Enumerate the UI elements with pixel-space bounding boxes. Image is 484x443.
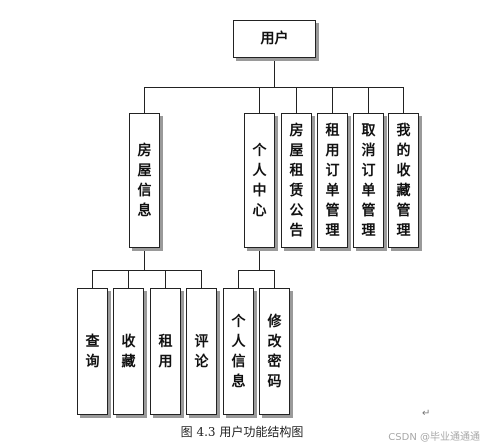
paragraph-mark-icon: ↵ bbox=[422, 408, 431, 419]
connector-house-bus bbox=[92, 270, 202, 271]
node-rental-order: 租用订单管理 bbox=[317, 113, 348, 248]
connector-center-bus bbox=[238, 270, 275, 271]
node-my-favorites-label: 我的收藏管理 bbox=[396, 122, 411, 239]
connector-personal-center bbox=[259, 87, 260, 113]
connector-rent bbox=[165, 270, 166, 288]
node-house-info-label: 房屋信息 bbox=[137, 142, 152, 219]
connector-cancel-order bbox=[368, 87, 369, 113]
node-change-password: 修改密码 bbox=[259, 288, 290, 415]
node-rent-label: 租用 bbox=[158, 333, 173, 370]
connector-root-down bbox=[274, 58, 275, 88]
node-personal-center-label: 个人中心 bbox=[252, 142, 267, 219]
node-my-favorites: 我的收藏管理 bbox=[388, 113, 419, 248]
connector-my-favorites bbox=[403, 87, 404, 113]
node-query-label: 查询 bbox=[85, 333, 100, 370]
connector-level1-bus bbox=[144, 87, 404, 88]
node-query: 查询 bbox=[77, 288, 108, 415]
node-rental-notice-label: 房屋租赁公告 bbox=[289, 122, 304, 239]
connector-change-password bbox=[274, 270, 275, 288]
node-root-user: 用户 bbox=[233, 20, 316, 58]
connector-favorite bbox=[128, 270, 129, 288]
node-comment-label: 评论 bbox=[194, 333, 209, 370]
node-root-label: 用户 bbox=[260, 31, 289, 47]
node-favorite-label: 收藏 bbox=[121, 333, 136, 370]
node-house-info: 房屋信息 bbox=[129, 113, 160, 248]
node-rent: 租用 bbox=[150, 288, 181, 415]
node-cancel-order-label: 取消订单管理 bbox=[361, 122, 376, 239]
watermark: CSDN @毕业通通通 bbox=[388, 432, 480, 443]
connector-house-info bbox=[144, 87, 145, 113]
node-favorite: 收藏 bbox=[113, 288, 144, 415]
connector-personal-info bbox=[238, 270, 239, 288]
node-rental-notice: 房屋租赁公告 bbox=[281, 113, 312, 248]
connector-rental-notice bbox=[296, 87, 297, 113]
figure-caption: 图 4.3 用户功能结构图 bbox=[180, 425, 304, 439]
node-personal-center: 个人中心 bbox=[244, 113, 275, 248]
connector-house-down bbox=[144, 248, 145, 271]
connector-rental-order bbox=[332, 87, 333, 113]
node-comment: 评论 bbox=[186, 288, 217, 415]
connector-query bbox=[92, 270, 93, 288]
connector-center-down bbox=[259, 248, 260, 271]
connector-comment bbox=[201, 270, 202, 288]
node-personal-info-label: 个人信息 bbox=[231, 313, 246, 390]
node-change-password-label: 修改密码 bbox=[267, 313, 282, 390]
node-personal-info: 个人信息 bbox=[223, 288, 254, 415]
node-cancel-order: 取消订单管理 bbox=[353, 113, 384, 248]
node-rental-order-label: 租用订单管理 bbox=[325, 122, 340, 239]
